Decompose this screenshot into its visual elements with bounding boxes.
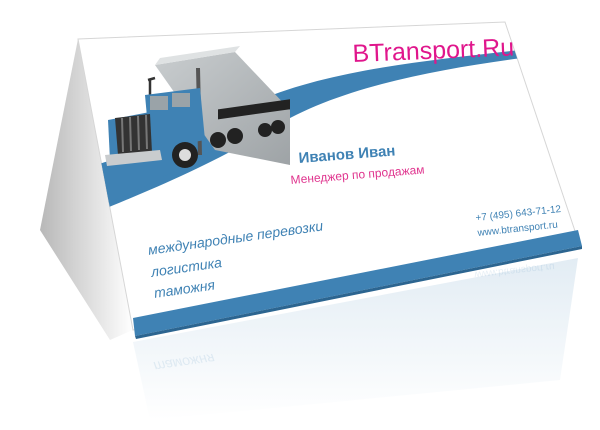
card-reflection [133,258,578,420]
blue-swoosh [78,50,522,215]
bottom-band [133,230,582,336]
card-shadow [40,39,133,340]
truck-icon [105,46,290,168]
